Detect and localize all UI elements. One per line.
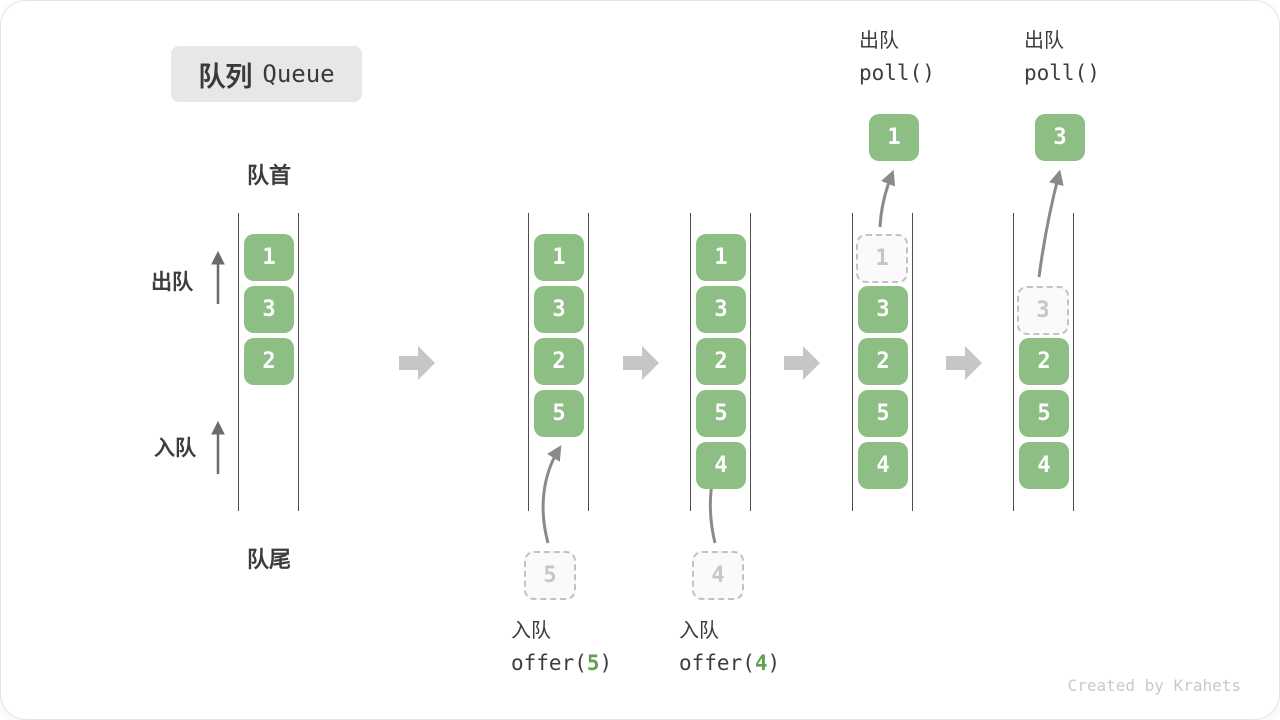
popped-element: 3	[1035, 114, 1085, 161]
step-arrow-icon	[623, 346, 659, 380]
queue-state-2: 1 3 2 5	[528, 213, 589, 511]
label-enqueue-side: 入队	[154, 437, 196, 460]
queue-state-5: 3 2 5 4	[1013, 213, 1074, 511]
op-name: 入队	[679, 620, 719, 642]
removed-element: 1	[856, 234, 908, 283]
queue-cell: 2	[244, 338, 294, 385]
poll2-curve-arrow-icon	[1037, 169, 1064, 278]
op-code: poll()	[1024, 61, 1100, 85]
queue-cell: 5	[696, 390, 746, 437]
poll1-curve-arrow-icon	[878, 169, 896, 228]
step-arrow-icon	[784, 346, 820, 380]
queue-cell: 5	[1019, 390, 1069, 437]
title-box: 队列 Queue	[171, 46, 362, 102]
queue-cell: 4	[1019, 442, 1069, 489]
queue-cell: 5	[858, 390, 908, 437]
op-name: 入队	[511, 620, 551, 642]
queue-state-1: 1 3 2	[238, 213, 299, 511]
op-code: poll()	[859, 61, 935, 85]
queue-cell: 2	[534, 338, 584, 385]
op-name: 出队	[1024, 30, 1064, 52]
op-poll-2: 出队 poll()	[1024, 31, 1100, 84]
queue-cell: 4	[696, 442, 746, 489]
label-queue-rear: 队尾	[246, 547, 291, 572]
incoming-element: 4	[692, 551, 744, 600]
queue-cell: 1	[244, 234, 294, 281]
popped-element: 1	[869, 114, 919, 161]
op-code: offer(5)	[511, 651, 613, 675]
queue-cell: 3	[696, 286, 746, 333]
queue-state-3: 1 3 2 5 4	[690, 213, 751, 511]
queue-cell: 3	[534, 286, 584, 333]
queue-cell: 1	[534, 234, 584, 281]
queue-cell: 3	[858, 286, 908, 333]
queue-cell: 2	[1019, 338, 1069, 385]
op-code: offer(4)	[679, 651, 781, 675]
title-zh: 队列	[198, 61, 253, 92]
removed-element: 3	[1017, 286, 1069, 335]
queue-cell: 5	[534, 390, 584, 437]
op-name: 出队	[859, 30, 899, 52]
op-enqueue-5: 入队 offer(5)	[511, 621, 612, 674]
queue-state-4: 1 3 2 5 4	[852, 213, 913, 511]
incoming-element: 5	[524, 551, 576, 600]
queue-cell: 2	[696, 338, 746, 385]
enqueue5-curve-arrow-icon	[541, 445, 562, 544]
op-poll-1: 出队 poll()	[859, 31, 935, 84]
label-dequeue-side: 出队	[151, 271, 193, 294]
step-arrow-icon	[399, 346, 435, 380]
queue-cell: 3	[244, 286, 294, 333]
watermark: Created by Krahets	[1067, 676, 1241, 695]
step-arrow-icon	[946, 346, 982, 380]
label-queue-front: 队首	[246, 163, 291, 188]
queue-cell: 4	[858, 442, 908, 489]
queue-cell: 2	[858, 338, 908, 385]
op-enqueue-4: 入队 offer(4)	[679, 621, 780, 674]
queue-cell: 1	[696, 234, 746, 281]
title-en: Queue	[262, 60, 335, 88]
